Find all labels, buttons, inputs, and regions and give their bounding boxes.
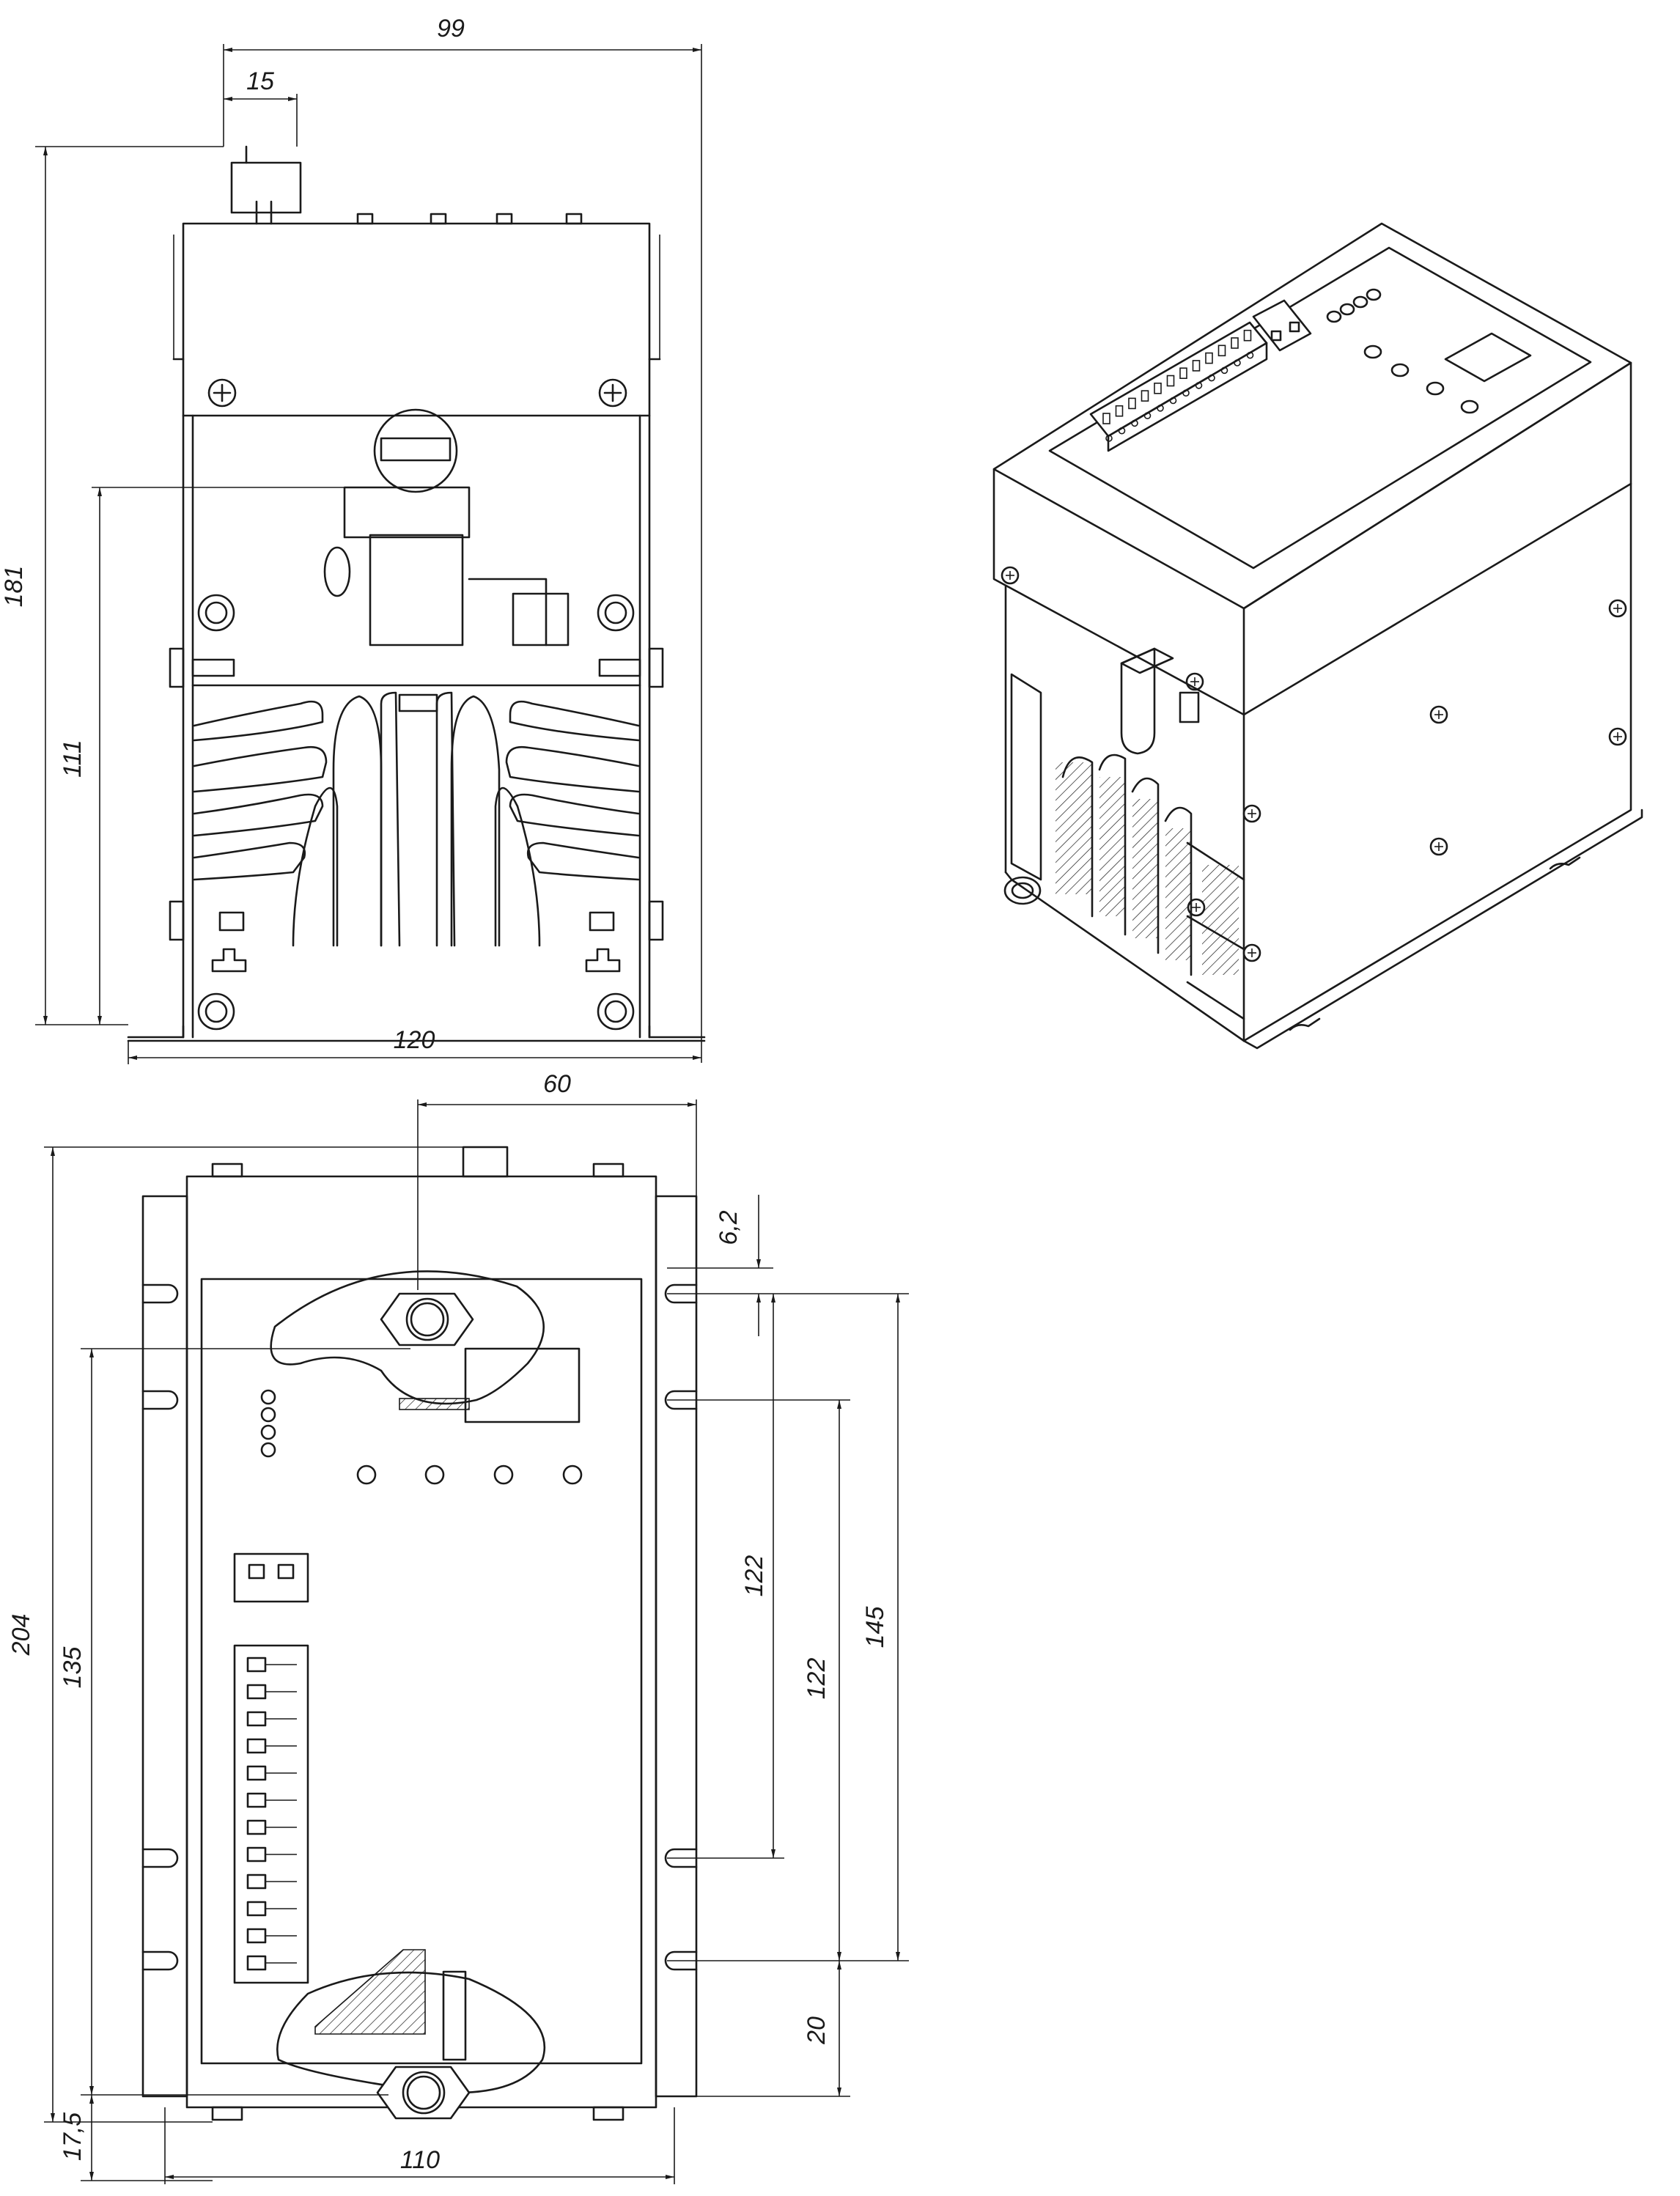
terminal-pin — [246, 1765, 297, 1781]
mount-hole-icon — [197, 992, 235, 1031]
top-connector-2pin — [233, 1552, 309, 1603]
front-chassis — [127, 414, 706, 1042]
terminal-pin — [246, 1711, 297, 1727]
screw-icon — [1608, 727, 1627, 746]
front-view: 99 15 181 111 120 — [0, 15, 706, 1064]
dim-145: 145 — [861, 1607, 889, 1648]
top-dimensions: 60 204 135 17,5 6,2 122 — [7, 1070, 909, 2184]
top-upper-terminal — [270, 1270, 581, 1423]
top-lower-terminal — [276, 1949, 546, 2120]
mounting-slot — [664, 1848, 698, 1868]
top-leds — [260, 1389, 276, 1458]
mounting-slot — [141, 1390, 179, 1410]
front-top-cover — [172, 145, 661, 417]
dim-122-upper: 122 — [740, 1555, 768, 1597]
dim-111: 111 — [59, 740, 86, 778]
front-terminal-connector — [230, 145, 302, 225]
iso-power-terminal — [1120, 647, 1200, 755]
terminal-pin — [246, 1738, 297, 1754]
dim-122-lower: 122 — [803, 1658, 830, 1700]
mount-hole-icon — [597, 992, 635, 1031]
mount-hole-icon — [197, 594, 235, 632]
mount-hole-icon — [597, 594, 635, 632]
screw-icon — [1429, 837, 1448, 856]
terminal-pin — [1166, 375, 1177, 405]
screw-icon — [1429, 705, 1448, 724]
mount-hole-icon — [1003, 876, 1042, 905]
terminal-pin — [246, 1684, 297, 1700]
iso-display-window — [1444, 332, 1532, 383]
iso-leds — [1326, 288, 1382, 323]
mounting-slot — [664, 1950, 698, 1971]
iso-heatsink — [1010, 673, 1245, 1020]
terminal-pin — [246, 1955, 297, 1971]
terminal-pin — [246, 1928, 297, 1944]
mounting-slot — [141, 1950, 179, 1971]
top-view: 60 204 135 17,5 6,2 122 — [7, 1070, 909, 2184]
dim-110: 110 — [400, 2146, 440, 2174]
isometric-view — [992, 222, 1643, 1050]
front-power-terminal — [323, 408, 570, 646]
mounting-slot — [141, 1848, 179, 1868]
terminal-pin — [1102, 413, 1113, 442]
terminal-pin — [246, 1792, 297, 1808]
terminal-pin — [1217, 344, 1228, 375]
screw-icon — [207, 378, 237, 408]
screw-icon — [1242, 804, 1261, 823]
terminal-pin — [1192, 360, 1203, 389]
screw-icon — [1185, 672, 1204, 691]
front-heatsink — [191, 658, 641, 973]
dim-120: 120 — [394, 1026, 435, 1054]
terminal-pin — [1179, 367, 1190, 397]
terminal-pin — [246, 1873, 297, 1890]
mounting-slot — [664, 1390, 698, 1410]
dim-181: 181 — [0, 566, 28, 608]
top-terminal-strip — [233, 1644, 309, 1984]
terminal-pin — [1115, 405, 1126, 435]
mounting-slot — [141, 1283, 179, 1304]
iso-terminal-strip — [1089, 321, 1268, 452]
terminal-pin — [246, 1657, 297, 1673]
dim-135: 135 — [59, 1647, 86, 1689]
iso-connector-2pin — [1252, 299, 1312, 352]
front-dimensions: 99 15 181 111 120 — [0, 15, 702, 1064]
terminal-pin — [1128, 397, 1138, 427]
dim-204: 204 — [7, 1614, 35, 1657]
terminal-pin — [1205, 352, 1215, 382]
dim-6-2: 6,2 — [715, 1210, 743, 1245]
screw-icon — [598, 378, 627, 408]
terminal-pin — [246, 1901, 297, 1917]
screw-icon — [1242, 943, 1261, 962]
terminal-pin — [1154, 382, 1164, 412]
dim-15: 15 — [246, 67, 274, 95]
mounting-slot — [664, 1283, 698, 1304]
dim-60: 60 — [543, 1070, 571, 1098]
terminal-pin — [1141, 390, 1152, 419]
dim-99: 99 — [437, 15, 465, 43]
terminal-pin — [246, 1819, 297, 1835]
screw-icon — [1001, 566, 1020, 585]
dim-20: 20 — [803, 2016, 830, 2045]
terminal-pin — [246, 1846, 297, 1862]
screw-icon — [1608, 599, 1627, 618]
terminal-pin — [1231, 337, 1241, 366]
dim-17-5: 17,5 — [59, 2112, 86, 2161]
terminal-pin — [1243, 329, 1254, 359]
